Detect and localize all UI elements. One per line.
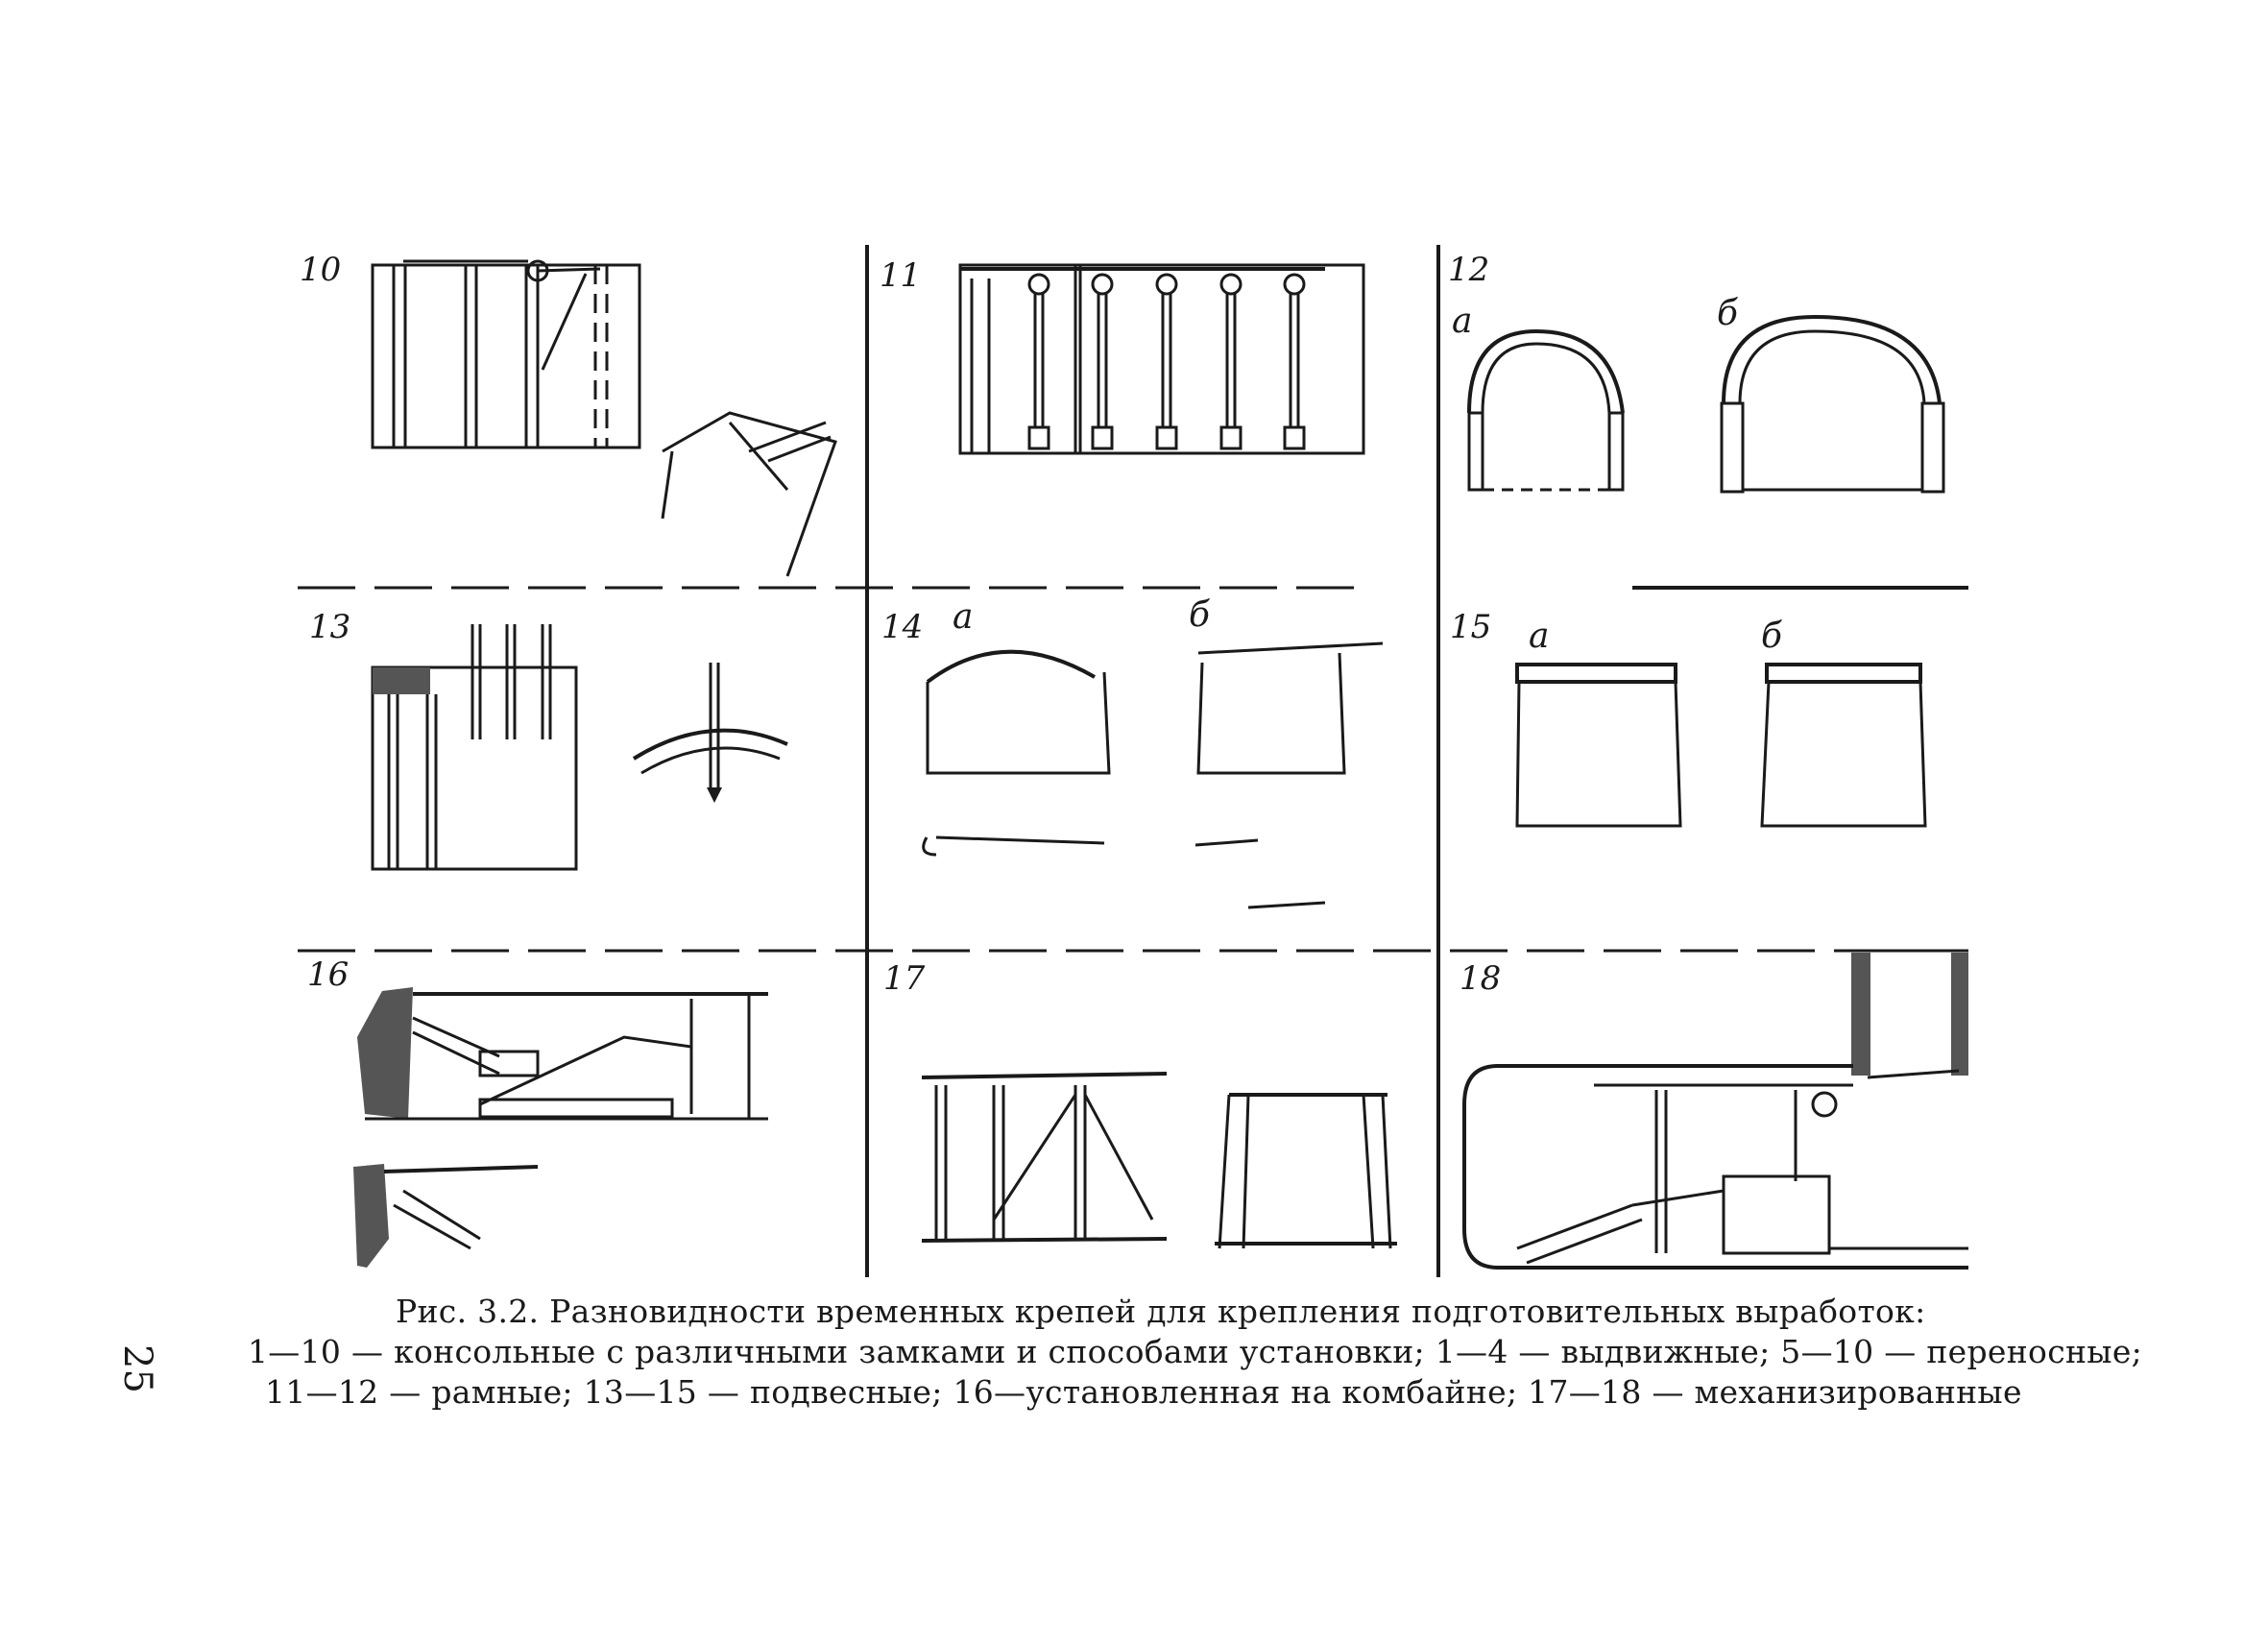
panel-15: 15 а б — [1450, 608, 1927, 828]
panel-label-14: 14 — [881, 608, 923, 646]
caption-line-2: 11—12 — рамные; 13—15 — подвесные; 16—ус… — [265, 1373, 2022, 1411]
sub-label-a: а — [1529, 617, 1549, 656]
panel-12: 12 а б — [1448, 251, 1945, 494]
panel-17: 17 — [883, 959, 1397, 1249]
panel-label-17: 17 — [883, 959, 926, 998]
panel-18: 18 — [1460, 949, 1968, 1270]
grid-lines — [298, 245, 1968, 1277]
caption-title: Рис. 3.2. Разновидности временных крепей… — [396, 1293, 1926, 1330]
panel-13: 13 — [309, 608, 788, 871]
panel-label-18: 18 — [1460, 959, 1501, 998]
page-number: 25 — [115, 1344, 159, 1393]
sub-label-b: б — [1761, 617, 1783, 656]
panel-16: 16 — [307, 956, 768, 1268]
panel-label-15: 15 — [1450, 608, 1491, 646]
panel-14: 14 а б — [881, 595, 1384, 909]
caption-line-1: 1—10 — консольные с различными замками и… — [248, 1333, 2143, 1370]
sub-label-b: б — [1717, 294, 1739, 333]
panel-11: 11 — [880, 256, 1365, 455]
panel-10: 10 — [300, 251, 837, 577]
panel-label-13: 13 — [309, 608, 350, 646]
sub-label-a: а — [1452, 302, 1472, 341]
panel-label-12: 12 — [1448, 251, 1489, 289]
panel-label-11: 11 — [880, 256, 921, 295]
sub-label-b: б — [1189, 595, 1211, 635]
panel-label-10: 10 — [300, 251, 341, 289]
panel-label-16: 16 — [307, 956, 349, 994]
sub-label-a: а — [953, 597, 973, 637]
